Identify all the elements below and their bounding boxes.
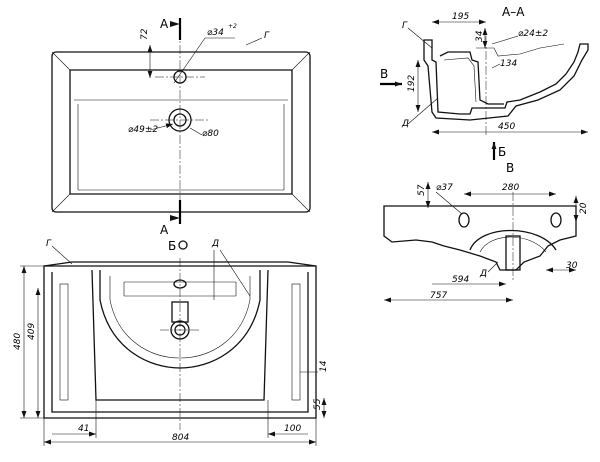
dim-41-label: 41: [78, 424, 89, 434]
dim-drain-leader: [149, 123, 174, 131]
dim-72-label: 72: [140, 28, 150, 40]
top-view-corner-lines: [51, 51, 311, 213]
dim-134-label: 134: [500, 59, 517, 69]
dim-14-label: 14: [319, 360, 329, 372]
view-v-title: В: [506, 161, 514, 175]
view-b-label: В: [380, 67, 388, 81]
dim-34-label: 34: [475, 30, 485, 42]
callout-d-b: Д: [211, 239, 219, 249]
callout-g-top: Г: [264, 31, 270, 41]
view-b-right-post: [291, 283, 301, 401]
dim-57-label: 57: [417, 184, 427, 196]
callout-d-aa-leader: [407, 97, 439, 125]
dim-100-label: 100: [284, 424, 301, 434]
callout-g-b: Г: [46, 239, 52, 249]
view-b2-label: Б: [498, 145, 506, 159]
section-aa-overflow: [439, 51, 504, 105]
section-arrow-bottom: [170, 215, 180, 221]
callout-g-leader: [245, 37, 263, 46]
section-aa-profile: [423, 39, 589, 121]
dim-450-label: 450: [498, 122, 515, 132]
view-v-bowl-inner: [479, 236, 547, 253]
dim-30-label: 30: [566, 261, 578, 271]
callout-d-v-leader: [487, 261, 499, 273]
section-aa-overflow-inner: [443, 57, 477, 103]
callout-d-aa: Д: [401, 119, 409, 129]
top-view-outline: [51, 51, 311, 213]
callout-d-v: Д: [479, 269, 487, 279]
callout-g-b-leader: [51, 245, 73, 265]
section-label-top: A: [160, 17, 169, 31]
dim-192-label: 192: [407, 75, 417, 92]
drain-outer: [168, 108, 192, 132]
dim-drain-outer-label: ⌀80: [202, 129, 219, 139]
dim-drain-outer-leader: [189, 127, 203, 136]
dim-tap-leader: [173, 37, 206, 84]
view-v: В 57 ⌀37 280 20 594 757 30 Д: [383, 161, 589, 303]
tap-hole: [173, 70, 187, 84]
dim-20-label: 20: [579, 202, 589, 214]
section-label-bottom: A: [160, 223, 169, 237]
dim-195-label: 195: [452, 12, 469, 22]
dim-280-label: 280: [502, 183, 519, 193]
view-b-ext-lines: [20, 265, 317, 446]
dim-55-label: 55: [313, 398, 323, 410]
view-b-title-mark: [178, 240, 188, 250]
dim-drain-label: ⌀49±2: [128, 125, 158, 135]
view-b-left-post: [59, 283, 69, 401]
dim-hole-leader: [435, 191, 463, 215]
dim-134-leader: [491, 63, 501, 69]
section-aa-rim: [476, 43, 565, 57]
view-b-basin-inner: [109, 276, 251, 359]
view-v-tap-hole-right: [550, 212, 562, 228]
callout-g-aa: Г: [402, 21, 408, 31]
view-v-tap-hole-left: [458, 212, 470, 228]
section-arrow-top: [170, 21, 180, 27]
callout-d-b-leader-2: [219, 249, 251, 297]
dim-594-label: 594: [452, 275, 469, 285]
view-v-bowl: [469, 230, 557, 251]
section-aa-title: А–А: [502, 5, 525, 19]
view-b-title: Б: [168, 239, 176, 253]
dim-409-label: 409: [27, 323, 37, 340]
dim-757-label: 757: [430, 291, 447, 301]
dim-480-label: 480: [13, 333, 23, 350]
drain-inner: [173, 113, 187, 127]
dim-overflow-label: ⌀24±2: [518, 29, 548, 39]
dim-tap-tol: +2: [228, 23, 237, 30]
top-view-basin-floor: [74, 99, 288, 191]
dim-804-label: 804: [172, 433, 189, 443]
dim-tap-label: ⌀34: [207, 28, 224, 38]
dim-hole-label: ⌀37: [436, 183, 453, 193]
view-b: Б Г Д 480 409 14 55 804 41 100: [13, 239, 329, 446]
view-v-outline: [383, 205, 577, 271]
callout-g-aa-leader: [407, 27, 433, 49]
top-view: A A 72 ⌀34 +2 Г ⌀49±2 ⌀80: [51, 17, 311, 237]
dim-overflow-leader: [491, 35, 519, 45]
top-view-bowl-rim: [69, 69, 293, 195]
section-aa-view: А–А 195 34 ⌀24±2 134 192 450 Г Д В Б: [380, 5, 589, 160]
